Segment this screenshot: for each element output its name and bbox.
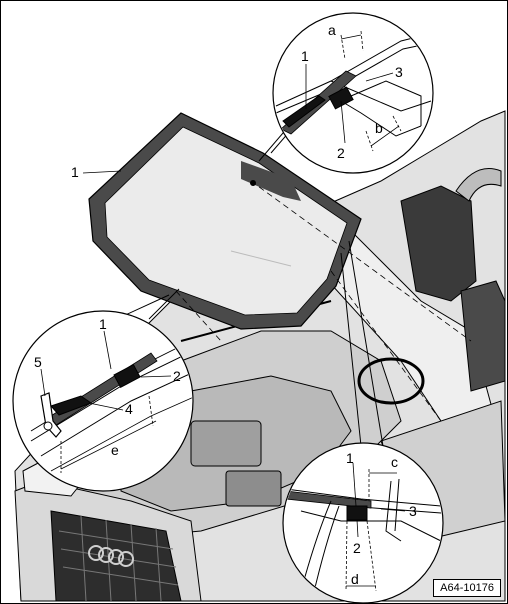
callout-left-4: 4 <box>125 401 133 417</box>
callout-bottom-d: d <box>351 571 359 587</box>
mirror-mount-patch <box>241 161 301 201</box>
battery-box <box>225 470 282 507</box>
figure-id-label: A64-10176 <box>433 579 501 597</box>
callout-top-a: a <box>328 22 336 38</box>
mirror-mount-point <box>250 180 256 186</box>
callout-windshield-1-leader <box>82 170 122 174</box>
callout-top-1: 1 <box>301 48 309 64</box>
windshield-glass <box>88 112 362 330</box>
callout-left-2: 2 <box>173 368 181 384</box>
detail-left-circle <box>12 310 194 492</box>
callout-top-b: b <box>375 120 383 136</box>
engine-block <box>190 420 262 467</box>
callout-left-1: 1 <box>99 316 107 332</box>
glass-reflection-line <box>230 250 292 267</box>
windshield-clear-area <box>104 126 348 316</box>
driver-seat <box>400 185 477 302</box>
passenger-seat <box>460 280 506 392</box>
callout-top-3: 3 <box>395 64 403 80</box>
callout-left-e: e <box>111 442 119 458</box>
front-grille <box>50 510 182 602</box>
projection-lines <box>175 180 472 422</box>
detail-bottom-circle <box>282 442 444 603</box>
callout-bottom-2: 2 <box>353 540 361 556</box>
callout-windshield-1: 1 <box>71 164 79 180</box>
callout-bottom-3: 3 <box>409 503 417 519</box>
callout-bottom-1: 1 <box>346 450 354 466</box>
callout-left-5: 5 <box>34 354 42 370</box>
detail-top-circle <box>272 12 434 174</box>
detail-top-right <box>272 12 434 174</box>
steering-wheel <box>357 357 425 405</box>
callout-bottom-c: c <box>391 454 398 470</box>
brand-rings-emblem <box>88 545 134 567</box>
roll-bar <box>455 168 502 202</box>
detail-bottom-right <box>282 442 444 603</box>
callout-top-2: 2 <box>337 145 345 161</box>
detail-left <box>12 310 194 492</box>
